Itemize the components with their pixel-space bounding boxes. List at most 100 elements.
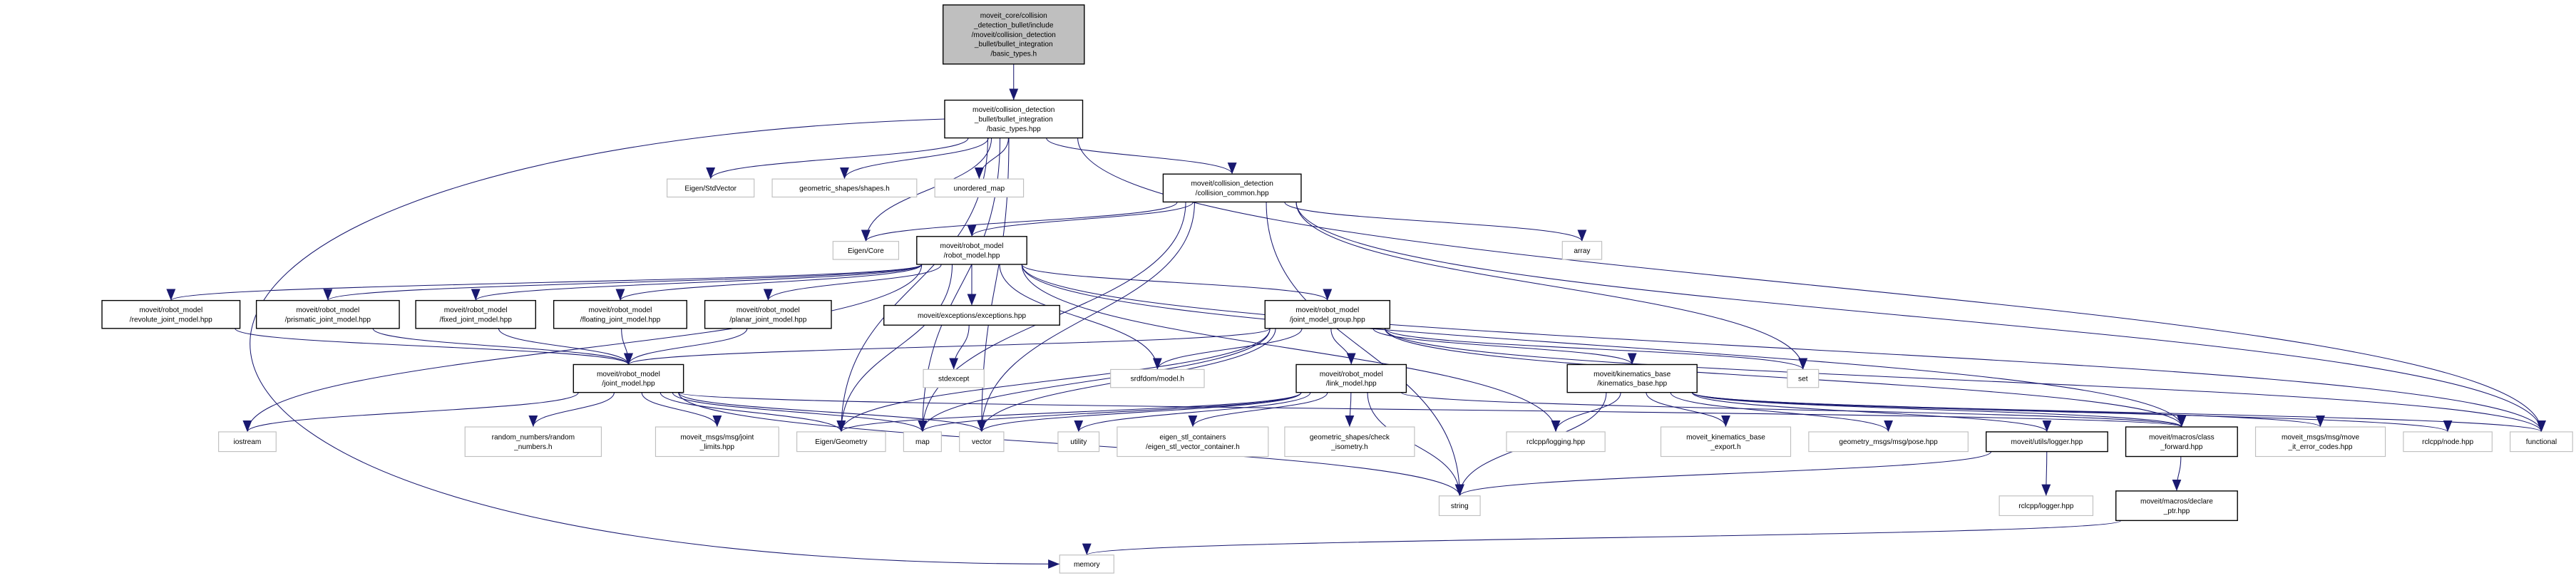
node-label: memory <box>1074 561 1101 569</box>
node-pose[interactable]: geometry_msgs/msg/pose.hpp <box>1808 431 1969 453</box>
node-kinematics-base[interactable]: moveit/kinematics_base/kinematics_base.h… <box>1566 363 1698 393</box>
node-label: srdfdom/model.h <box>1131 376 1184 383</box>
node-shapes[interactable]: geometric_shapes/shapes.h <box>771 178 918 198</box>
node-srdfdom[interactable]: srdfdom/model.h <box>1110 368 1205 388</box>
node-label: _detection_bullet/include <box>973 21 1054 29</box>
node-label: iostream <box>234 438 262 446</box>
node-rclcpp-logging[interactable]: rclcpp/logging.hpp <box>1506 431 1606 453</box>
node-label: moveit_msgs/msg/joint <box>680 434 754 442</box>
node-stdvector[interactable]: Eigen/StdVector <box>667 178 755 198</box>
node-box <box>1295 363 1407 393</box>
edge-floating-to-joint-model <box>621 328 633 365</box>
node-iostream[interactable]: iostream <box>218 431 277 453</box>
node-stdexcept[interactable]: stdexcept <box>923 368 985 388</box>
node-box <box>2510 431 2573 453</box>
node-basic-types[interactable]: moveit/collision_detection_bullet/bullet… <box>944 99 1084 139</box>
edge-kinematics-base-to-pose <box>1670 392 1893 433</box>
node-map[interactable]: map <box>903 431 942 453</box>
node-label: rclcpp/logger.hpp <box>2018 502 2073 510</box>
node-label: unordered_map <box>954 185 1005 192</box>
node-fixed[interactable]: moveit/robot_model/fixed_joint_model.hpp <box>415 299 536 329</box>
node-unordered-map[interactable]: unordered_map <box>934 178 1025 198</box>
node-jmg[interactable]: moveit/robot_model/joint_model_group.hpp <box>1264 299 1391 329</box>
node-utility[interactable]: utility <box>1057 431 1100 453</box>
node-eigen-stl[interactable]: eigen_stl_containers/eigen_stl_vector_co… <box>1117 426 1269 458</box>
node-box <box>1117 426 1269 458</box>
node-eigen-core[interactable]: Eigen/Core <box>832 241 900 260</box>
node-utils-logger[interactable]: moveit/utils/logger.hpp <box>1985 431 2108 453</box>
node-check-isometry[interactable]: geometric_shapes/check_isometry.h <box>1284 426 1415 458</box>
node-label: rclcpp/logging.hpp <box>1526 438 1586 446</box>
node-collision-common[interactable]: moveit/collision_detection/collision_com… <box>1162 173 1302 203</box>
node-random-numbers[interactable]: random_numbers/random_numbers.h <box>464 426 602 458</box>
node-label: moveit/robot_model <box>444 306 508 314</box>
node-label: Eigen/Core <box>848 247 884 255</box>
node-label: /robot_model.hpp <box>944 252 1000 259</box>
node-planar[interactable]: moveit/robot_model/planar_joint_model.hp… <box>704 299 832 329</box>
edge-joint-model-to-random-numbers <box>528 392 615 428</box>
edge-kinematics-base-to-utils-logger <box>1691 392 2052 433</box>
node-revolute[interactable]: moveit/robot_model/revolute_joint_model.… <box>101 299 241 329</box>
node-error-codes[interactable]: moveit_msgs/msg/move_it_error_codes.hpp <box>2254 426 2386 458</box>
node-label: /collision_common.hpp <box>1196 190 1269 197</box>
node-label: moveit/macros/class <box>2149 434 2215 442</box>
node-string[interactable]: string <box>1438 495 1481 517</box>
node-label: /basic_types.h <box>990 51 1037 58</box>
node-kb-export[interactable]: moveit_kinematics_base_export.h <box>1660 426 1792 458</box>
node-floating[interactable]: moveit/robot_model/floating_joint_model.… <box>553 299 687 329</box>
node-label: functional <box>2526 438 2557 446</box>
node-label: vector <box>972 438 992 446</box>
node-joint-model[interactable]: moveit/robot_model/joint_model.hpp <box>573 363 684 393</box>
edge-jmg-to-kinematics-base <box>1372 328 1637 365</box>
node-label: /joint_model.hpp <box>602 380 655 388</box>
node-box <box>959 431 1005 453</box>
edges-layer <box>167 63 2546 569</box>
node-robot-model[interactable]: moveit/robot_model/robot_model.hpp <box>916 236 1027 265</box>
edge-link-model-to-vector <box>977 392 1302 433</box>
node-label: _bullet/bullet_integration <box>974 41 1053 48</box>
node-label: Eigen/StdVector <box>684 185 737 192</box>
node-exceptions[interactable]: moveit/exceptions/exceptions.hpp <box>883 304 1060 326</box>
node-box <box>655 426 779 458</box>
edge-kinematics-base-to-rclcpp-logging <box>1551 392 1621 432</box>
node-label: moveit_kinematics_base <box>1686 434 1765 442</box>
node-label: eigen_stl_containers <box>1159 434 1226 442</box>
edge-utils-logger-to-string <box>1455 451 1992 497</box>
node-set[interactable]: set <box>1787 368 1820 388</box>
node-class-forward[interactable]: moveit/macros/class_forward.hpp <box>2125 426 2238 458</box>
edge-fixed-to-joint-model <box>498 328 633 365</box>
edge-joint-model-to-vector <box>678 392 987 433</box>
node-memory[interactable]: memory <box>1059 554 1114 574</box>
node-box <box>942 4 1085 65</box>
node-box <box>2254 426 2386 458</box>
node-box <box>1660 426 1792 458</box>
node-root[interactable]: moveit_core/collision_detection_bullet/i… <box>942 4 1085 65</box>
node-vector[interactable]: vector <box>959 431 1005 453</box>
node-box <box>1506 431 1606 453</box>
edge-basic-types-to-eigen-core <box>861 138 992 242</box>
node-eigen-geometry[interactable]: Eigen/Geometry <box>796 431 886 453</box>
node-box <box>1566 363 1698 393</box>
node-joint-limits[interactable]: moveit_msgs/msg/joint_limits.hpp <box>655 426 779 458</box>
edge-joint-model-to-map <box>672 392 928 433</box>
edge-jmg-to-srdfdom <box>1152 328 1303 370</box>
edge-utils-logger-to-rclcpp-logger <box>2041 451 2051 496</box>
edge-collision-common-to-string <box>1266 202 1464 496</box>
node-box <box>1162 173 1302 203</box>
node-array[interactable]: array <box>1561 241 1603 260</box>
node-link-model[interactable]: moveit/robot_model/link_model.hpp <box>1295 363 1407 393</box>
edge-exceptions-to-stdexcept <box>949 325 970 370</box>
edge-jmg-to-set <box>1384 328 1807 370</box>
node-declare-ptr[interactable]: moveit/macros/declare_ptr.hpp <box>2115 490 2238 522</box>
node-rclcpp-node[interactable]: rclcpp/node.hpp <box>2403 431 2493 453</box>
edge-robot-model-to-planar <box>763 264 942 301</box>
edge-robot-model-to-floating <box>615 264 923 301</box>
node-functional[interactable]: functional <box>2510 431 2573 453</box>
node-prismatic[interactable]: moveit/robot_model/prismatic_joint_model… <box>255 299 400 329</box>
node-rclcpp-logger[interactable]: rclcpp/logger.hpp <box>1998 495 2094 517</box>
node-box <box>771 178 918 198</box>
node-label: /prismatic_joint_model.hpp <box>285 316 371 324</box>
node-box <box>2403 431 2493 453</box>
node-box <box>2115 490 2238 522</box>
nodes-layer: moveit_core/collision_detection_bullet/i… <box>101 4 2573 574</box>
